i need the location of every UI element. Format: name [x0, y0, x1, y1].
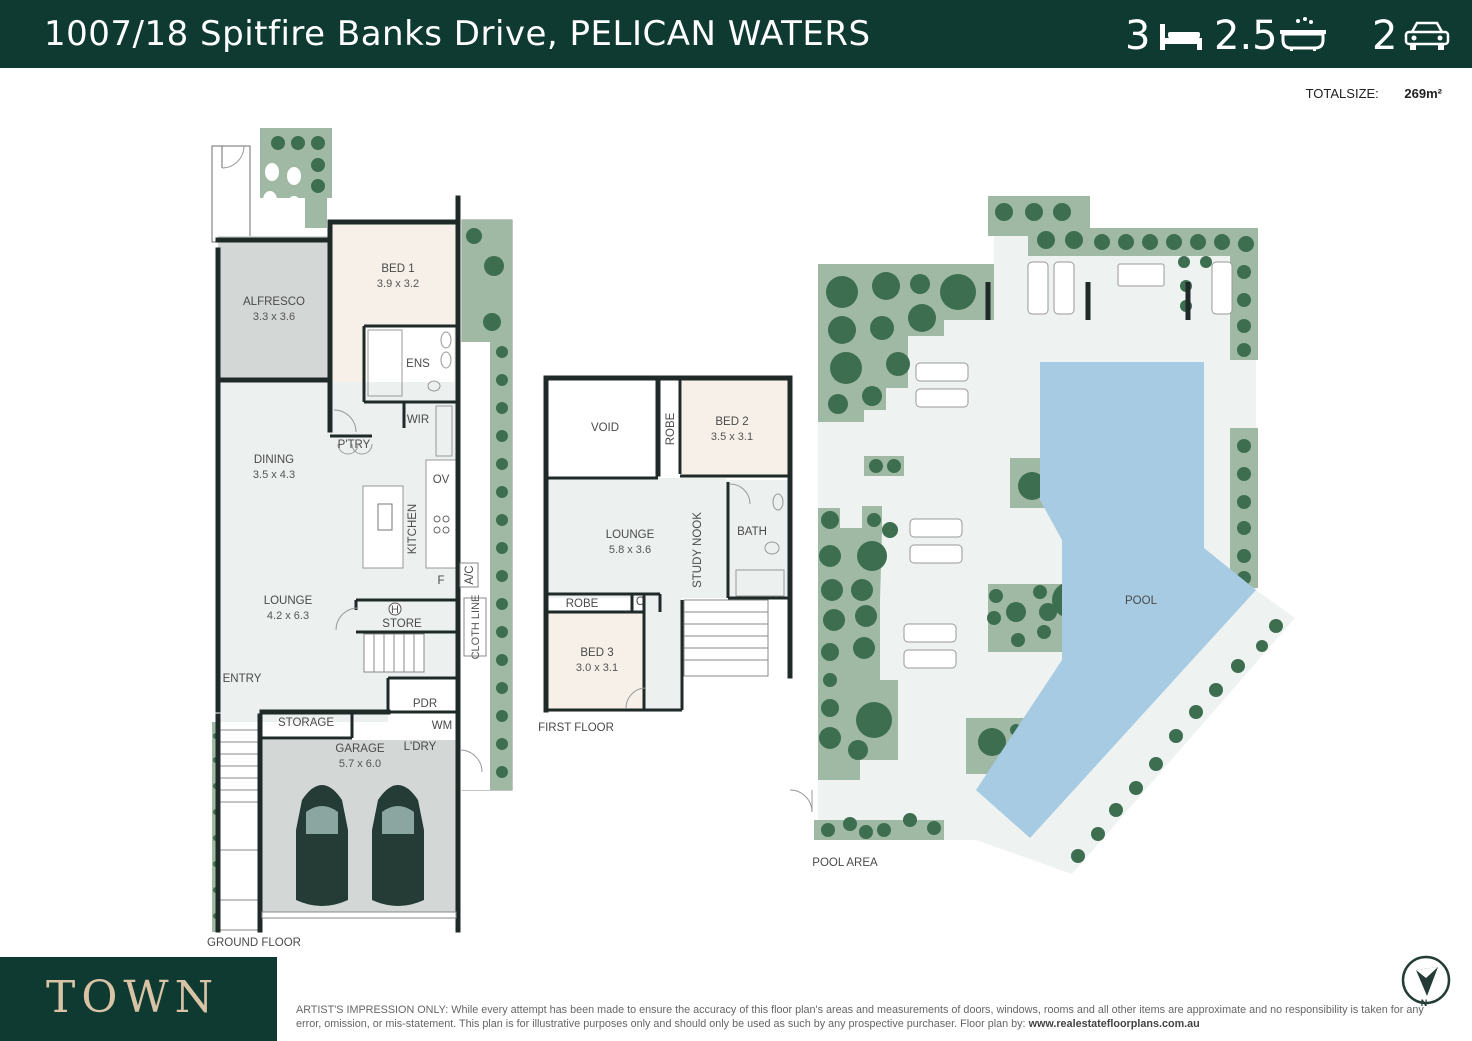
entry-label: ENTRY	[223, 673, 262, 685]
total-size: TOTALSIZE: 269m²	[1306, 86, 1442, 101]
total-size-label: TOTALSIZE:	[1305, 86, 1379, 101]
first-floor-plan	[543, 375, 793, 713]
garage-label: GARAGE	[335, 743, 385, 755]
bed1-label: BED 1	[381, 263, 414, 275]
bath-icon	[1280, 17, 1326, 51]
dining-size: 3.5 x 4.3	[253, 469, 295, 481]
bed-icon	[1160, 24, 1202, 50]
total-size-value: 269m²	[1404, 86, 1442, 101]
robe-label-1: ROBE	[665, 412, 677, 445]
oven-label: OV	[433, 474, 450, 486]
washing-machine-label: WM	[432, 720, 452, 732]
study-nook-label: STUDY NOOK	[692, 512, 704, 588]
compass-icon: N	[1401, 955, 1451, 1008]
laundry-label: L'DRY	[404, 741, 437, 753]
powder-room-label: PDR	[413, 698, 437, 710]
bed2-label: BED 2	[715, 416, 748, 428]
car-icon	[1404, 21, 1450, 50]
pool-label: POOL	[1125, 595, 1158, 607]
kitchen-label: KITCHEN	[407, 504, 419, 554]
wir-label: WIR	[407, 414, 429, 426]
void-label: VOID	[591, 422, 619, 434]
bed2-size: 3.5 x 3.1	[711, 431, 753, 443]
first-lounge-size: 5.8 x 3.6	[609, 544, 651, 556]
bed3-size: 3.0 x 3.1	[576, 662, 618, 674]
brand-panel: TOWN	[0, 957, 277, 1041]
bath-label: BATH	[737, 526, 767, 538]
property-address: 1007/18 Spitfire Banks Drive, PELICAN WA…	[44, 14, 871, 54]
bedroom-count: 3	[1125, 13, 1151, 59]
pool-area-plan	[789, 196, 1295, 874]
ground-lounge-label: LOUNGE	[264, 595, 313, 607]
first-lounge-label: LOUNGE	[606, 529, 655, 541]
disclaimer-text: ARTIST'S IMPRESSION ONLY: While every at…	[296, 1003, 1426, 1031]
brand-logo-text: TOWN	[46, 972, 220, 1023]
disclaimer-body: ARTIST'S IMPRESSION ONLY: While every at…	[296, 1004, 1424, 1030]
storage-label: STORAGE	[278, 717, 334, 729]
store-label: STORE	[382, 618, 422, 630]
bathroom-count: 2.5	[1214, 13, 1278, 59]
header-bar: 1007/18 Spitfire Banks Drive, PELICAN WA…	[0, 0, 1472, 68]
alfresco-size: 3.3 x 3.6	[253, 311, 295, 323]
compass-north-letter: N	[1421, 998, 1428, 1008]
ac-label: A/C	[464, 565, 476, 584]
alfresco-label: ALFRESCO	[243, 296, 305, 308]
pool-area-title: POOL AREA	[812, 857, 878, 869]
ground-lounge-size: 4.2 x 6.3	[267, 610, 309, 622]
robe-label-2: ROBE	[566, 598, 599, 610]
cupboard-label: C	[636, 596, 644, 608]
heater-label: H	[391, 604, 399, 616]
fridge-label: F	[437, 575, 444, 587]
ground-floor-plan	[211, 128, 513, 933]
bed3-label: BED 3	[580, 647, 613, 659]
ground-floor-title: GROUND FLOOR	[207, 937, 301, 949]
first-floor-title: FIRST FLOOR	[538, 722, 614, 734]
garage-size: 5.7 x 6.0	[339, 758, 381, 770]
ensuite-label: ENS	[406, 358, 430, 370]
floorplan-website: www.realestatefloorplans.com.au	[1028, 1018, 1200, 1030]
pantry-label: P'TRY	[338, 439, 371, 451]
bed1-size: 3.9 x 3.2	[377, 278, 419, 290]
dining-label: DINING	[254, 454, 294, 466]
cloth-line-label: CLOTH LINE	[470, 595, 482, 660]
car-count: 2	[1372, 13, 1398, 59]
